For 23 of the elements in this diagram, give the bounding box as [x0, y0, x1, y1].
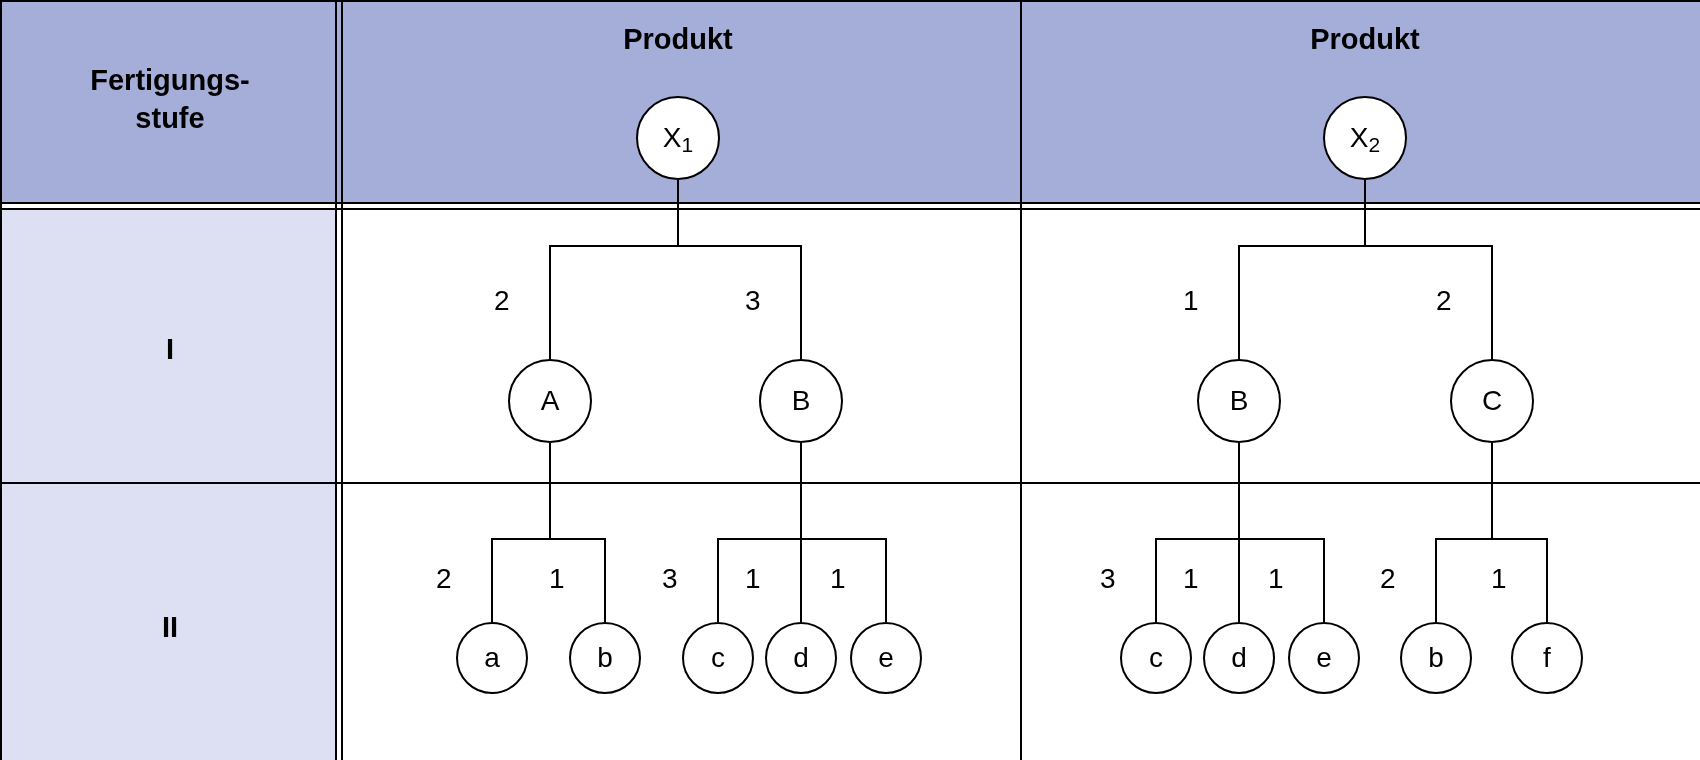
quantity-label: 3 — [745, 286, 761, 315]
tree-connector — [1238, 442, 1325, 623]
quantity-label: 2 — [1436, 286, 1452, 315]
quantity-label: 1 — [745, 564, 761, 593]
quantity-label: 2 — [494, 286, 510, 315]
quantity-label: 3 — [1100, 564, 1116, 593]
quantity-label: 3 — [662, 564, 678, 593]
quantity-label: 1 — [1268, 564, 1284, 593]
quantity-label: 1 — [1491, 564, 1507, 593]
quantity-label: 1 — [549, 564, 565, 593]
tree-connector — [1491, 442, 1548, 623]
quantity-label: 1 — [1183, 564, 1199, 593]
row-heading: I — [164, 332, 176, 368]
quantity-label: 1 — [830, 564, 846, 593]
corner-heading: Fertigungs- stufe — [89, 63, 251, 136]
quantity-label: 1 — [1183, 286, 1199, 315]
row-heading: II — [160, 610, 180, 646]
tree-connector — [800, 442, 887, 623]
tree-connector — [549, 442, 606, 623]
quantity-label: 2 — [1380, 564, 1396, 593]
column-heading: Produkt — [1309, 22, 1421, 58]
column-heading: Produkt — [622, 22, 734, 58]
quantity-label: 2 — [436, 564, 452, 593]
